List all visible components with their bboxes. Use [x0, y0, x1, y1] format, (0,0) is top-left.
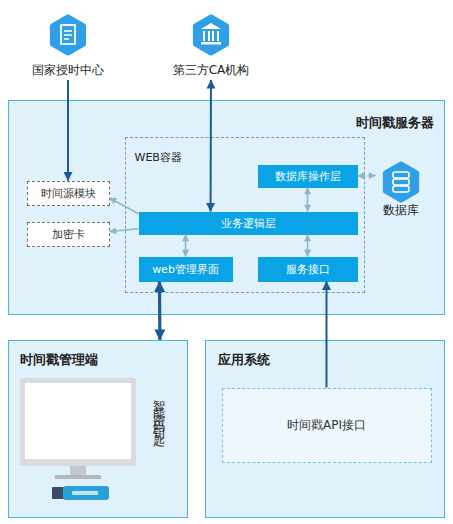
- node-label: 国家授时中心: [32, 62, 104, 80]
- frame-title: WEB容器: [135, 150, 182, 165]
- node-label: 第三方CA机构: [173, 62, 250, 80]
- layer-box: 服务接口: [258, 257, 358, 282]
- source-node: 国家授时中心: [20, 8, 116, 80]
- center-icon: [52, 17, 83, 53]
- layer-box: 数据库操作层: [258, 165, 358, 188]
- frame-title: 时间戳管理端: [20, 351, 98, 369]
- api-box: 时间戳API接口: [222, 388, 432, 463]
- device-label: 智能密码钥匙: [150, 390, 167, 432]
- document-symbol: [61, 25, 75, 44]
- container-box: WEB容器数据库操作层业务逻辑层 web管理界面 服务接口: [125, 137, 365, 293]
- frame-title: 时间戳服务器: [356, 114, 434, 132]
- node-label: web管理界面: [152, 262, 219, 277]
- bank-roof: [201, 23, 221, 29]
- ca-icon: [195, 17, 226, 53]
- frame-title: 应用系统: [218, 351, 270, 369]
- layer-box: 业务逻辑层: [139, 212, 358, 235]
- node-label: 时间源模块: [41, 186, 96, 201]
- server-frame: 时间戳服务器时间源模块 WEB容器数据库操作层业务逻辑层 web管理界面 服务接口 数据…: [8, 100, 445, 315]
- node-label: 时间戳API接口: [287, 417, 366, 434]
- node-label: 数据库: [383, 202, 419, 220]
- database-node: 数据库: [376, 158, 426, 220]
- node-label: 数据库操作层: [275, 169, 341, 184]
- system-frame: 应用系统时间戳API接口: [205, 340, 445, 518]
- node-label: 服务接口: [286, 262, 330, 277]
- source-node: 第三方CA机构: [161, 8, 261, 80]
- bank-base: [201, 42, 221, 45]
- module-box: 加密卡: [27, 222, 110, 247]
- node-label: 加密卡: [52, 227, 85, 242]
- node-label: 业务逻辑层: [221, 216, 276, 231]
- document-lines: [64, 31, 72, 39]
- module-box: 时间源模块: [27, 181, 110, 206]
- layer-box: web管理界面: [139, 257, 233, 282]
- bank-columns: [204, 31, 218, 41]
